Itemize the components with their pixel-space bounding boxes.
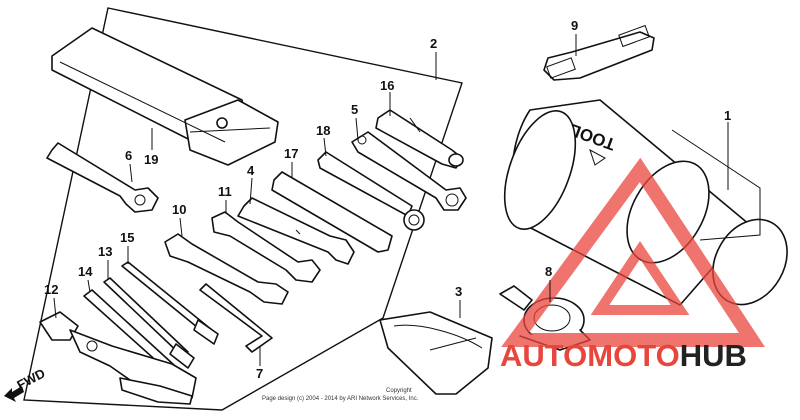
copyright-line-2: Page design (c) 2004 - 2014 by ARI Netwo… — [262, 396, 419, 402]
part-label-3: 3 — [455, 284, 462, 299]
part-label-7: 7 — [256, 366, 263, 381]
fwd-arrow-icon — [4, 386, 24, 402]
part-label-6: 6 — [125, 148, 132, 163]
screwdriver-15 — [121, 261, 219, 345]
pouch-3 — [379, 311, 493, 395]
plug-wrench-5 — [351, 131, 467, 211]
watermark: AUTOMOTOHUB — [500, 157, 765, 373]
part-label-9: 9 — [571, 18, 578, 33]
part-label-14: 14 — [78, 264, 93, 279]
part-label-12: 12 — [44, 282, 58, 297]
leader-lines — [53, 34, 729, 366]
fwd-label: FWD — [14, 366, 47, 393]
strap-9 — [543, 24, 655, 81]
wrench-6 — [46, 142, 159, 213]
toolkit-outline — [23, 7, 463, 411]
copyright-line-1: Copyright — [386, 388, 412, 394]
part-label-1: 1 — [724, 108, 731, 123]
watermark-part1: AUTOMOTO — [500, 338, 680, 373]
part-label-15: 15 — [120, 230, 134, 245]
part-label-5: 5 — [351, 102, 358, 117]
hex-key-7 — [199, 283, 273, 353]
extension-bar-16 — [375, 109, 464, 169]
tool-case-1 — [503, 99, 788, 306]
part-label-17: 17 — [284, 146, 298, 161]
part-labels: 1 2 3 4 5 6 7 8 9 10 11 12 13 14 15 16 1… — [44, 18, 731, 381]
tool-bag — [51, 27, 279, 166]
part-label-16: 16 — [380, 78, 394, 93]
wrench-11 — [211, 211, 321, 283]
part-label-11: 11 — [218, 184, 232, 199]
part-label-2: 2 — [430, 36, 437, 51]
part-label-8: 8 — [545, 264, 552, 279]
watermark-part2: HUB — [680, 338, 747, 373]
spanner-4 — [237, 197, 355, 265]
part-label-4: 4 — [247, 163, 255, 178]
part-label-19: 19 — [144, 152, 158, 167]
part-label-13: 13 — [98, 244, 112, 259]
pliers-12 — [39, 311, 197, 405]
part-label-10: 10 — [172, 202, 186, 217]
svg-text:AUTOMOTOHUB: AUTOMOTOHUB — [500, 338, 747, 373]
handle-18 — [317, 151, 425, 231]
part-label-18: 18 — [316, 123, 330, 138]
wrench-10 — [164, 233, 289, 305]
screwdriver-grip-17 — [271, 171, 393, 253]
